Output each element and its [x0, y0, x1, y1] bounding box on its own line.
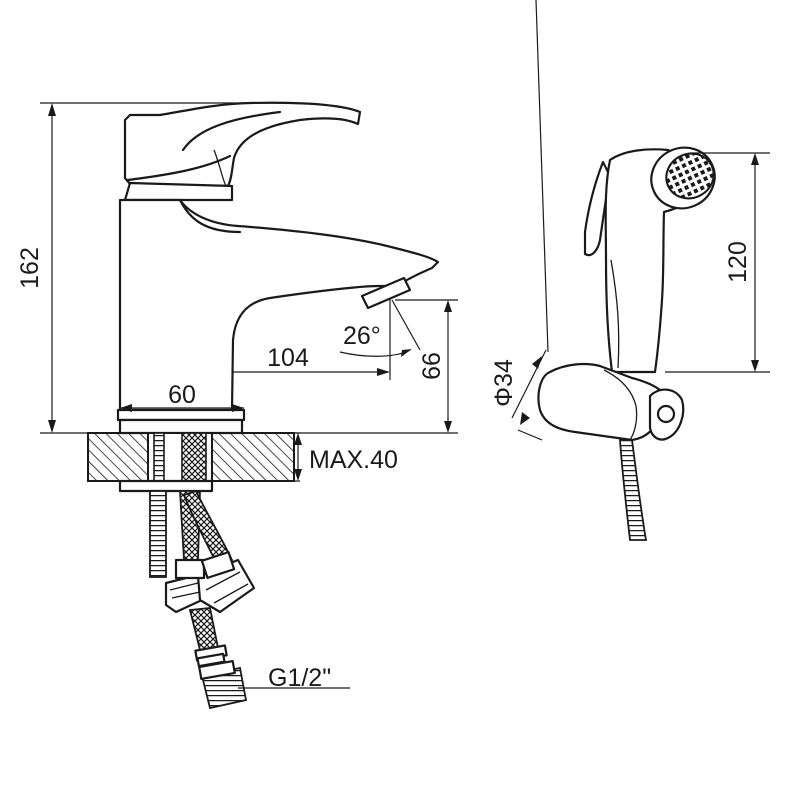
label-spout-angle: 26° — [343, 322, 381, 350]
countertop-section — [87, 432, 295, 493]
threaded-rod — [149, 490, 167, 578]
sprayer-hose — [619, 439, 648, 541]
faucet-body — [118, 198, 440, 412]
faucet-aerator — [360, 276, 412, 310]
label-spout-reach: 104 — [267, 344, 309, 372]
dimension-labels: 162 104 60 66 26° MAX.40 G1/2" 120 Φ34 — [16, 241, 752, 692]
label-holder-diameter: Φ34 — [490, 359, 518, 407]
faucet-handle — [123, 101, 362, 188]
label-base-width: 60 — [168, 381, 196, 409]
hose-nut — [164, 573, 204, 614]
label-height-total: 162 — [16, 247, 44, 289]
sprayer-nozzle — [665, 152, 715, 200]
label-spout-height: 66 — [418, 352, 446, 380]
clamp-plate — [118, 479, 214, 493]
sprayer-holder — [537, 362, 662, 442]
label-max-thickness: MAX.40 — [309, 446, 398, 474]
hand-sprayer — [537, 146, 716, 541]
countertop-right — [211, 432, 295, 482]
under-counter-fittings — [149, 489, 256, 710]
label-connection-thread: G1/2" — [268, 664, 331, 692]
countertop-left — [87, 432, 149, 482]
faucet-base — [116, 408, 246, 422]
dimension-lines — [40, 0, 770, 689]
faucet — [116, 101, 440, 435]
label-sprayer-height: 120 — [724, 241, 752, 283]
faucet-collar — [123, 181, 234, 202]
